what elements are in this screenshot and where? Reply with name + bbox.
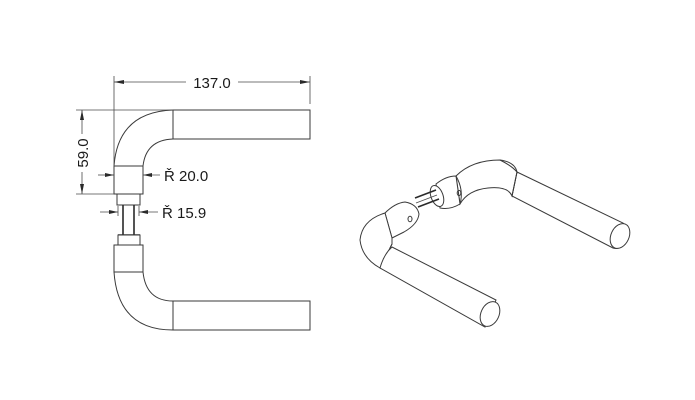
lower-collar	[117, 234, 141, 246]
dimension-spindle-diameter: Ř 15.9	[100, 205, 206, 222]
upper-bend-inner	[142, 138, 174, 167]
iso-front-screw-hole	[407, 215, 413, 223]
orthographic-view: 137.0 59.0 Ř 20.0 Ř 15	[75, 75, 311, 331]
iso-back-screw-hole	[456, 189, 462, 197]
iso-front-rosette	[384, 201, 420, 239]
lower-rosette	[113, 244, 144, 273]
dimension-lever-length: 137.0	[113, 75, 311, 166]
dimension-label-137: 137.0	[193, 75, 231, 92]
upper-rosette	[113, 165, 144, 195]
upper-collar	[116, 193, 141, 206]
upper-lever-grip	[172, 109, 311, 140]
iso-back-lever	[429, 159, 631, 249]
iso-spindle	[414, 189, 440, 208]
spindle	[118, 205, 140, 236]
dimension-label-r20: Ř 20.0	[164, 168, 208, 185]
iso-back-bend	[455, 159, 518, 206]
dimension-rosette-diameter: Ř 20.0	[98, 168, 208, 185]
lower-lever-grip	[172, 300, 311, 331]
isometric-view	[359, 159, 631, 328]
iso-front-grip-end	[479, 301, 501, 327]
iso-front-lever	[359, 201, 501, 328]
iso-back-grip-end	[609, 223, 631, 249]
lower-lever	[113, 234, 311, 331]
dimension-label-r15-9: Ř 15.9	[162, 205, 206, 222]
lower-bend-inner	[142, 271, 174, 302]
upper-lever	[113, 109, 311, 206]
dimension-label-59: 59.0	[75, 138, 92, 167]
lower-bend-outer	[113, 271, 174, 331]
dimension-height: 59.0	[75, 109, 173, 195]
iso-front-grip	[379, 246, 497, 328]
upper-bend-outer	[113, 109, 174, 167]
